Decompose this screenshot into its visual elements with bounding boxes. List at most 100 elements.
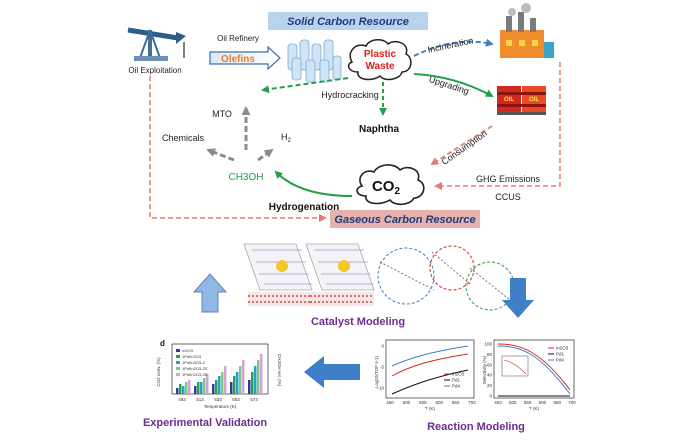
exp-legend-swatch — [176, 361, 180, 364]
oil-loop-arrow — [149, 76, 327, 222]
exp-bar — [257, 360, 260, 394]
plastic-label-line2: Waste — [365, 61, 395, 72]
exp-bar — [260, 354, 263, 394]
exp-bar — [254, 366, 257, 394]
down-arrow — [502, 278, 534, 318]
exp-bar — [215, 380, 218, 394]
ch3oh-label: CH3OH — [228, 172, 263, 183]
exp-bar — [179, 384, 182, 394]
h2-label: H2 — [281, 132, 292, 144]
exp-bar — [188, 380, 191, 394]
hydrocracking-label: Hydrocracking — [321, 90, 379, 100]
rx-right-ytick: 100 — [484, 342, 492, 347]
exp-legend-entry: 1Pd/In2O3-Z — [182, 360, 205, 365]
factory-icon — [500, 3, 554, 58]
rx-right-ytick: 60 — [487, 362, 493, 367]
exp-xtick: 493 — [178, 397, 186, 402]
rx-right-legend-entry: Pd4 — [556, 358, 565, 363]
exp-ylabel-right: CH3OH sel. (%) — [277, 354, 282, 387]
incineration-arrow — [413, 38, 494, 57]
rx-left-ytick: -5 — [380, 365, 384, 370]
plastic-label-line1: Plastic — [364, 49, 397, 60]
plastic-waste-cloud — [347, 39, 412, 81]
catalyst-structure-image-2 — [305, 243, 375, 306]
rx-left-xtick: 600 — [435, 400, 443, 405]
ccus-label: CCUS — [495, 192, 521, 202]
exp-bar — [194, 386, 197, 394]
rx-left-xtick: 550 — [419, 400, 427, 405]
exp-legend-entry: 1Pd/In2O3-ZE — [182, 372, 208, 377]
exp-bar — [224, 366, 227, 394]
rx-right-legend-entry: In2O3 — [556, 346, 569, 351]
exp-bar — [233, 376, 236, 394]
olefins-pipe-arrow — [209, 45, 281, 71]
upgrading-label: Upgrading — [428, 74, 471, 96]
co2-main: CO — [372, 178, 395, 195]
rx-left-ylabel: Log10(TOF s-1) — [374, 356, 379, 388]
left-arrow — [304, 356, 360, 388]
solid-carbon-banner-label: Solid Carbon Resource — [287, 16, 409, 28]
hydrogenation-label: Hydrogenation — [269, 202, 340, 213]
barrel-label-1: OIL — [504, 97, 514, 103]
rx-right-legend-entry: Pd1 — [556, 352, 565, 357]
exp-bar — [239, 366, 242, 394]
exp-legend-swatch — [176, 355, 180, 358]
exp-ylabel-left: CO2 conv. (%) — [156, 357, 161, 387]
exp-bar — [218, 376, 221, 394]
co2-sub: 2 — [394, 186, 400, 197]
oil-pump-icon — [127, 27, 186, 61]
exp-bar — [203, 378, 206, 394]
rx-left-xtick: 700 — [468, 400, 476, 405]
exp-bar — [182, 386, 185, 394]
h2-sub: 2 — [288, 138, 292, 144]
exp-bar — [236, 372, 239, 394]
rx-left-xtick: 500 — [403, 400, 411, 405]
rx-left-xlabel: T (K) — [425, 406, 435, 411]
exp-xtick: 553 — [232, 397, 240, 402]
exp-bar — [248, 380, 251, 394]
gaseous-carbon-banner — [330, 210, 480, 228]
rx-right-xtick: 450 — [494, 400, 502, 405]
rx-right-ytick: 80 — [487, 352, 493, 357]
exp-bar — [200, 382, 203, 394]
exp-panel-tag: d — [160, 339, 165, 348]
co2-cloud — [356, 164, 425, 206]
mto-label: MTO — [212, 109, 232, 119]
consumption-label: Consumption — [440, 128, 489, 167]
gaseous-carbon-banner-label: Gaseous Carbon Resource — [334, 214, 475, 226]
rx-left-legend-entry: Pd1 — [452, 378, 461, 383]
exp-legend-entry: 1Pd/In2O3 — [182, 354, 202, 359]
oil-barrels-icon: OIL OIL — [497, 86, 546, 115]
rx-left-xtick: 650 — [452, 400, 460, 405]
exp-bar — [206, 374, 209, 394]
solid-carbon-banner — [268, 12, 428, 30]
reaction-network-image — [377, 245, 515, 311]
exp-xtick: 513 — [196, 397, 204, 402]
oil-exploitation-label: Oil Exploitation — [128, 66, 181, 75]
co2-label: CO2 — [372, 178, 401, 197]
exp-legend-swatch — [176, 349, 180, 352]
rx-left-ytick: 0 — [381, 344, 384, 349]
olefins-label: Olefins — [221, 54, 255, 65]
experimental-validation-label: Experimental Validation — [143, 417, 267, 429]
rx-left-legend-entry: In2O3 — [452, 372, 465, 377]
rx-right-ytick: 0 — [489, 394, 492, 399]
rx-right-xtick: 550 — [524, 400, 532, 405]
chemicals-arrow — [206, 148, 235, 162]
exp-legend-entry: 1Pd/In2O3-ZS — [182, 366, 208, 371]
reaction-modeling-label: Reaction Modeling — [427, 421, 525, 433]
exp-legend-entry: In2O3 — [182, 348, 194, 353]
barrel-label-2: OIL — [529, 97, 539, 103]
rx-left-xtick: 450 — [386, 400, 394, 405]
exp-bar — [242, 360, 245, 394]
exp-bar — [176, 388, 179, 394]
rx-right-ylabel: Selectivity (%) — [482, 355, 487, 384]
rx-right-ytick: 40 — [487, 373, 493, 378]
exp-bar — [230, 382, 233, 394]
plastic-bottles-icon — [287, 39, 342, 83]
exp-xlabel: Temperature (K) — [204, 404, 237, 409]
rx-left-legend-entry: Pd4 — [452, 384, 461, 389]
